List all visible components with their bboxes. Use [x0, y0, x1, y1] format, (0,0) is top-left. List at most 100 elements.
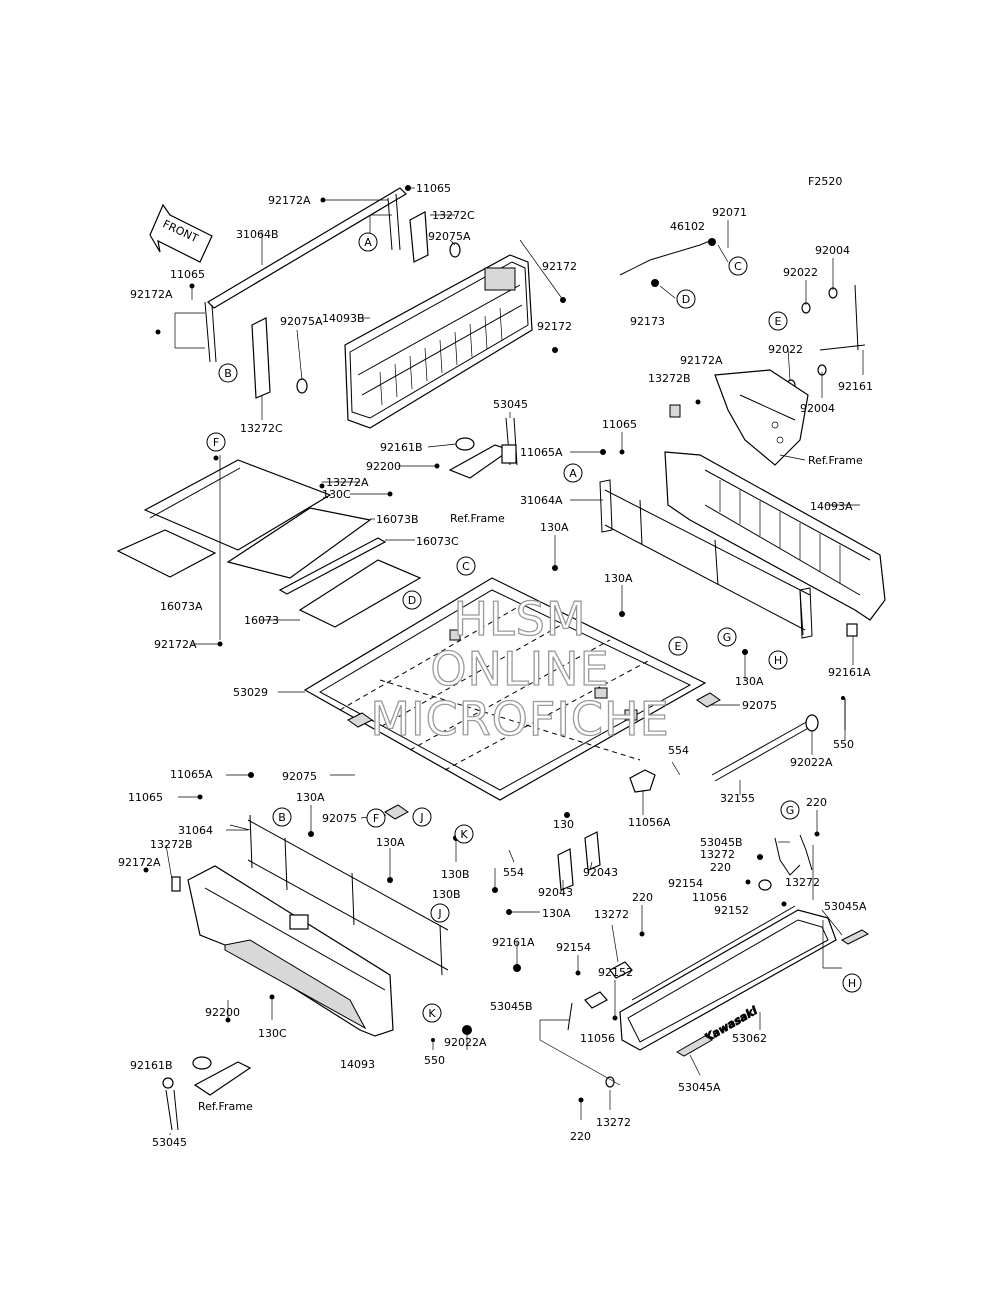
callout-badge: H	[842, 973, 862, 993]
part-label: 32155	[720, 792, 755, 805]
part-label: 220	[570, 1130, 591, 1143]
svg-text:E: E	[775, 315, 782, 328]
bed-floor-pads	[347, 692, 721, 820]
part-label: 92022	[783, 266, 818, 279]
part-label: 92172A	[680, 354, 723, 367]
svg-text:H: H	[848, 977, 856, 990]
part-label: 13272	[594, 908, 629, 921]
part-label: 92075	[742, 699, 777, 712]
part-label: 130	[553, 818, 574, 831]
side-panel-14093A	[664, 451, 886, 637]
callout-badge: B	[218, 363, 238, 383]
callout-badge: G	[717, 627, 737, 647]
part-label: 92075	[282, 770, 317, 783]
svg-text:D: D	[408, 594, 416, 607]
part-label: 92075A	[280, 315, 323, 328]
rear-upper-bar-31064B	[174, 187, 461, 399]
handle-hardware	[567, 834, 813, 1088]
part-label: 53045B	[700, 836, 743, 849]
ref-frame-label: Ref.Frame	[450, 512, 505, 525]
callout-badge: E	[768, 311, 788, 331]
svg-text:B: B	[278, 811, 286, 824]
tailgate-ribs	[379, 307, 503, 406]
part-label: 11065	[170, 268, 205, 281]
part-label: 11056	[580, 1032, 615, 1045]
part-label: 92173	[630, 315, 665, 328]
callout-badge: G	[780, 800, 800, 820]
part-label: 92172A	[118, 856, 161, 869]
part-label: 92172A	[154, 638, 197, 651]
part-label: 92071	[712, 206, 747, 219]
part-label: 11065	[128, 791, 163, 804]
bracket-11056A	[629, 769, 656, 793]
tailgate-panel-14093B	[344, 254, 533, 429]
part-label: 130A	[542, 907, 571, 920]
part-label: 92075	[322, 812, 357, 825]
part-label: 130C	[258, 1027, 287, 1040]
diagram-id: F2520	[808, 175, 842, 188]
part-label: 53062	[732, 1032, 767, 1045]
part-label: 92161	[838, 380, 873, 393]
callout-badge: K	[454, 824, 474, 844]
callout-badge: B	[272, 807, 292, 827]
svg-text:H: H	[774, 654, 782, 667]
part-label: 31064	[178, 824, 213, 837]
leader-lines	[165, 187, 864, 1135]
svg-text:C: C	[462, 560, 470, 573]
side-rail-31064	[229, 814, 449, 976]
mat-16073A	[116, 529, 217, 578]
callout-badge: J	[412, 807, 432, 827]
callout-badge: C	[456, 556, 476, 576]
watermark-line-2: ONLINE	[430, 642, 609, 696]
svg-text:F: F	[373, 812, 379, 825]
ref-frame-label: Ref.Frame	[198, 1100, 253, 1113]
part-label: 16073	[244, 614, 279, 627]
cable-46102	[619, 238, 729, 299]
part-label: 550	[833, 738, 854, 751]
part-label: 554	[668, 744, 689, 757]
front-liner-13272A	[143, 459, 332, 551]
part-label: 13272A	[326, 476, 369, 489]
part-label: 31064A	[520, 494, 563, 507]
part-label: 53045A	[824, 900, 867, 913]
part-label: 13272B	[150, 838, 193, 851]
part-label: 16073A	[160, 600, 203, 613]
bar-32155	[711, 698, 846, 782]
part-label: 92200	[205, 1006, 240, 1019]
callout-badge: F	[366, 808, 386, 828]
latch-assembly-53045-lower	[162, 1056, 252, 1131]
strip-16073C	[278, 537, 387, 595]
part-label: 92154	[556, 941, 591, 954]
part-label: 13272	[596, 1116, 631, 1129]
part-label: 92161B	[130, 1059, 173, 1072]
part-label: 92043	[583, 866, 618, 879]
svg-text:K: K	[460, 828, 468, 841]
mat-16073B	[226, 507, 372, 579]
part-label: 11056A	[628, 816, 671, 829]
part-label: 92154	[668, 877, 703, 890]
ref-frame-label: Ref.Frame	[808, 454, 863, 467]
part-label: 92043	[538, 886, 573, 899]
part-label: 92200	[366, 460, 401, 473]
callout-badge: C	[728, 256, 748, 276]
part-label: 130B	[432, 888, 461, 901]
svg-text:E: E	[675, 640, 682, 653]
bed-floor-53029	[303, 577, 707, 801]
watermark: HLSM ONLINE MICROFICHE	[370, 591, 670, 746]
part-label: 92152	[714, 904, 749, 917]
part-label: 16073C	[416, 535, 459, 548]
part-label: 92161A	[828, 666, 871, 679]
part-label: 92022A	[790, 756, 833, 769]
svg-text:A: A	[569, 467, 577, 480]
part-label: 11065A	[520, 446, 563, 459]
part-label: 220	[710, 861, 731, 874]
part-label: 92022	[768, 343, 803, 356]
part-label: 92161A	[492, 936, 535, 949]
watermark-line-3: MICROFICHE	[370, 692, 669, 746]
part-label: 14093	[340, 1058, 375, 1071]
callout-badge: A	[358, 232, 378, 252]
callout-letters: A B C D E F A C D E G H F J K B G J K H	[206, 232, 862, 1023]
part-label: 92152	[598, 966, 633, 979]
part-label: 11065	[416, 182, 451, 195]
